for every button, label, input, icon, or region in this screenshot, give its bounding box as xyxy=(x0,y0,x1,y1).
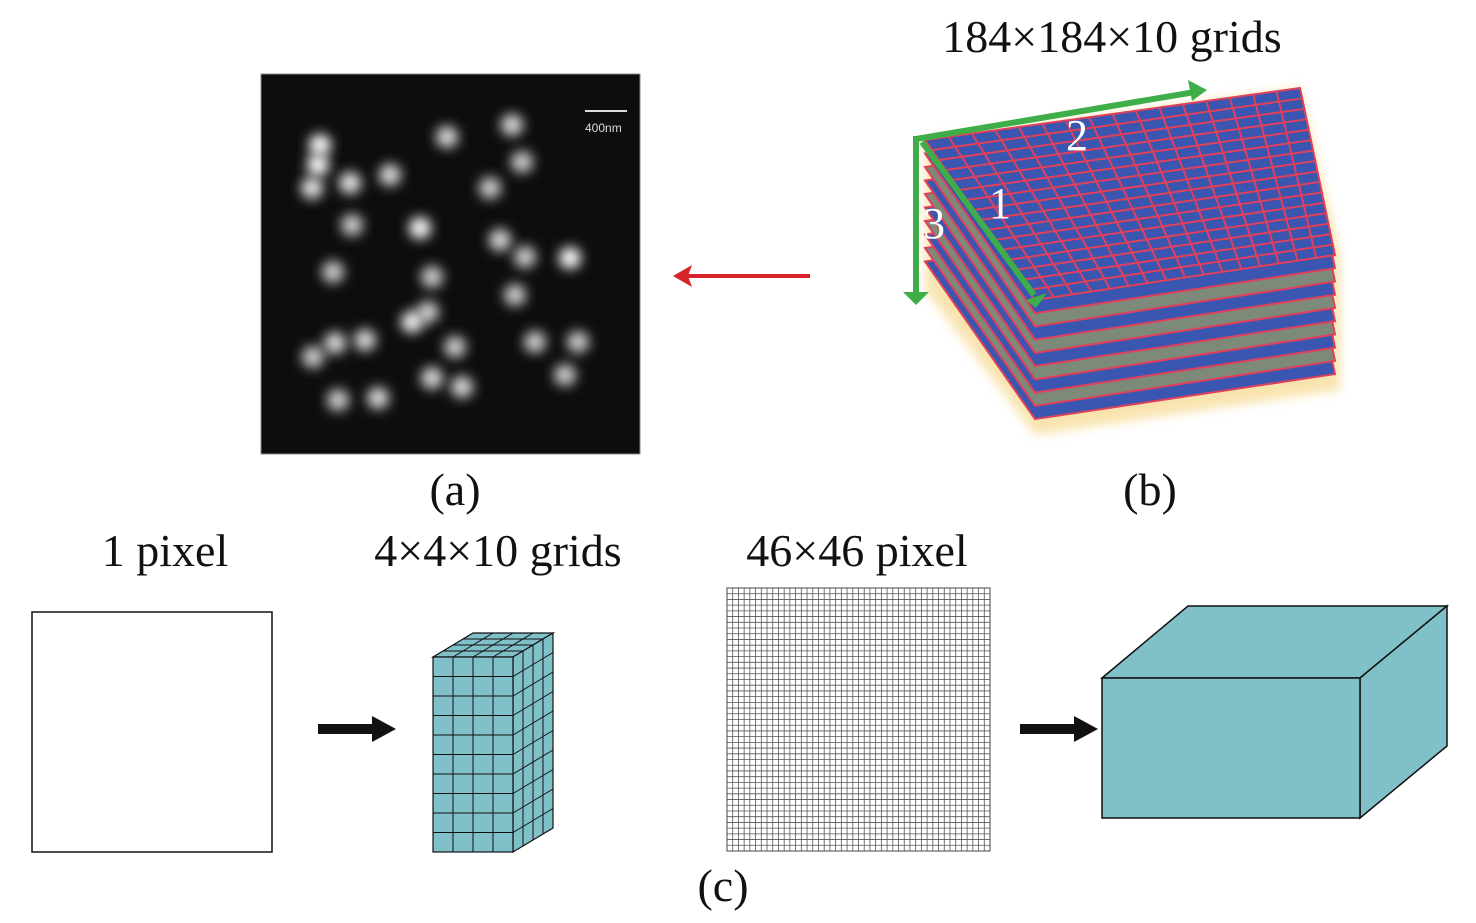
fluorescent-spot xyxy=(401,311,423,333)
fluorescent-spot xyxy=(444,336,466,358)
fluorescent-spot xyxy=(489,229,511,251)
fluorescent-spot xyxy=(379,164,401,186)
fluorescent-spot xyxy=(511,151,533,173)
fluorescent-spot xyxy=(451,376,473,398)
label-single-pixel: 1 pixel xyxy=(102,525,228,576)
single-pixel-box xyxy=(31,611,273,853)
fluorescent-spot xyxy=(354,329,376,351)
axis-label-2: 2 xyxy=(1066,111,1088,160)
fluorescent-spot xyxy=(436,126,458,148)
small-grid-cuboid xyxy=(430,631,556,854)
axis-2-arrow xyxy=(915,89,1196,142)
label-pixel-block: 46×46 pixel xyxy=(746,525,967,576)
caption-c: (c) xyxy=(697,860,748,911)
fluorescent-spot xyxy=(301,177,323,199)
grid-stack xyxy=(923,86,1340,435)
fluorescent-spot xyxy=(327,389,349,411)
pixel-grid-46x46 xyxy=(726,587,991,852)
fluorescent-spot xyxy=(309,134,331,156)
fluorescent-spot xyxy=(421,367,443,389)
fluorescent-spot xyxy=(341,214,363,236)
axis-1-arrow xyxy=(919,140,1037,297)
grid-stack-title: 184×184×10 grids xyxy=(942,11,1281,62)
scale-bar-label: 400nm xyxy=(585,121,622,135)
fluorescent-spot xyxy=(479,177,501,199)
fluorescent-spot xyxy=(302,346,324,368)
fluorescent-spot xyxy=(524,331,546,353)
fluorescent-spot xyxy=(421,266,443,288)
black-arrow-icon xyxy=(1020,716,1098,742)
caption-b: (b) xyxy=(1123,464,1177,515)
red-arrow-icon xyxy=(673,265,810,287)
black-arrow-icon xyxy=(318,716,396,742)
caption-a: (a) xyxy=(429,464,480,515)
fluorescent-spots xyxy=(301,114,589,411)
axis-arrows: 1 2 3 xyxy=(903,80,1207,308)
fluorescent-spot xyxy=(501,114,523,136)
fluorescent-spot xyxy=(417,301,439,323)
fluorescent-spot xyxy=(322,261,344,283)
fluorescent-spot xyxy=(339,172,361,194)
fluorescent-spot xyxy=(567,331,589,353)
axis-label-3: 3 xyxy=(923,199,945,248)
axis-label-1: 1 xyxy=(989,179,1011,228)
large-cuboid xyxy=(1099,604,1450,820)
microscopy-image: 400nm xyxy=(260,73,641,455)
fluorescent-spot xyxy=(324,332,346,354)
fluorescent-spot xyxy=(504,284,526,306)
fluorescent-spot xyxy=(367,387,389,409)
fluorescent-spot xyxy=(554,364,576,386)
fluorescent-spot xyxy=(559,247,581,269)
fluorescent-spot xyxy=(307,154,329,176)
fluorescent-spot xyxy=(514,246,536,268)
label-small-grid: 4×4×10 grids xyxy=(374,525,621,576)
fluorescent-spot xyxy=(409,217,431,239)
